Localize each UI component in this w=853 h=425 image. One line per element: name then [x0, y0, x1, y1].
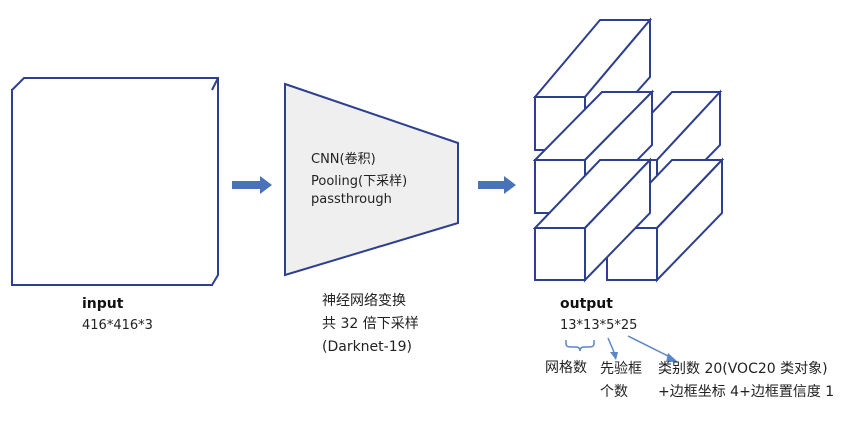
grid-brace — [565, 340, 595, 352]
anchor-count-note-2: 个数 — [600, 384, 628, 400]
class-pointer-arrow — [627, 335, 678, 362]
network-trapezoid — [284, 82, 459, 277]
network-line-passthrough: passthrough — [311, 192, 392, 207]
arrow-right-icon — [478, 176, 516, 194]
input-title: input — [82, 296, 124, 312]
output-dims: 13*13*5*25 — [560, 318, 638, 333]
input-volume — [11, 77, 219, 286]
output-box — [532, 157, 653, 283]
network-caption-transform: 神经网络变换 — [322, 293, 406, 309]
class-note-1: 类别数 20(VOC20 类对象) — [658, 361, 828, 377]
output-volume — [532, 17, 725, 283]
arrow-right-icon — [232, 176, 272, 194]
output-title: output — [560, 296, 613, 312]
anchor-pointer-arrow — [607, 337, 618, 360]
network-line-pooling: Pooling(下采样) — [311, 174, 408, 189]
network-line-cnn: CNN(卷积) — [311, 152, 376, 167]
grid-count-note: 网格数 — [545, 360, 587, 376]
anchor-count-note-1: 先验框 — [600, 361, 642, 377]
network-caption-backbone: (Darknet-19) — [322, 339, 412, 355]
class-note-2: +边框坐标 4+边框置信度 1 — [658, 384, 835, 400]
input-dims: 416*416*3 — [82, 318, 153, 333]
network-caption-downsample: 共 32 倍下采样 — [322, 316, 419, 332]
